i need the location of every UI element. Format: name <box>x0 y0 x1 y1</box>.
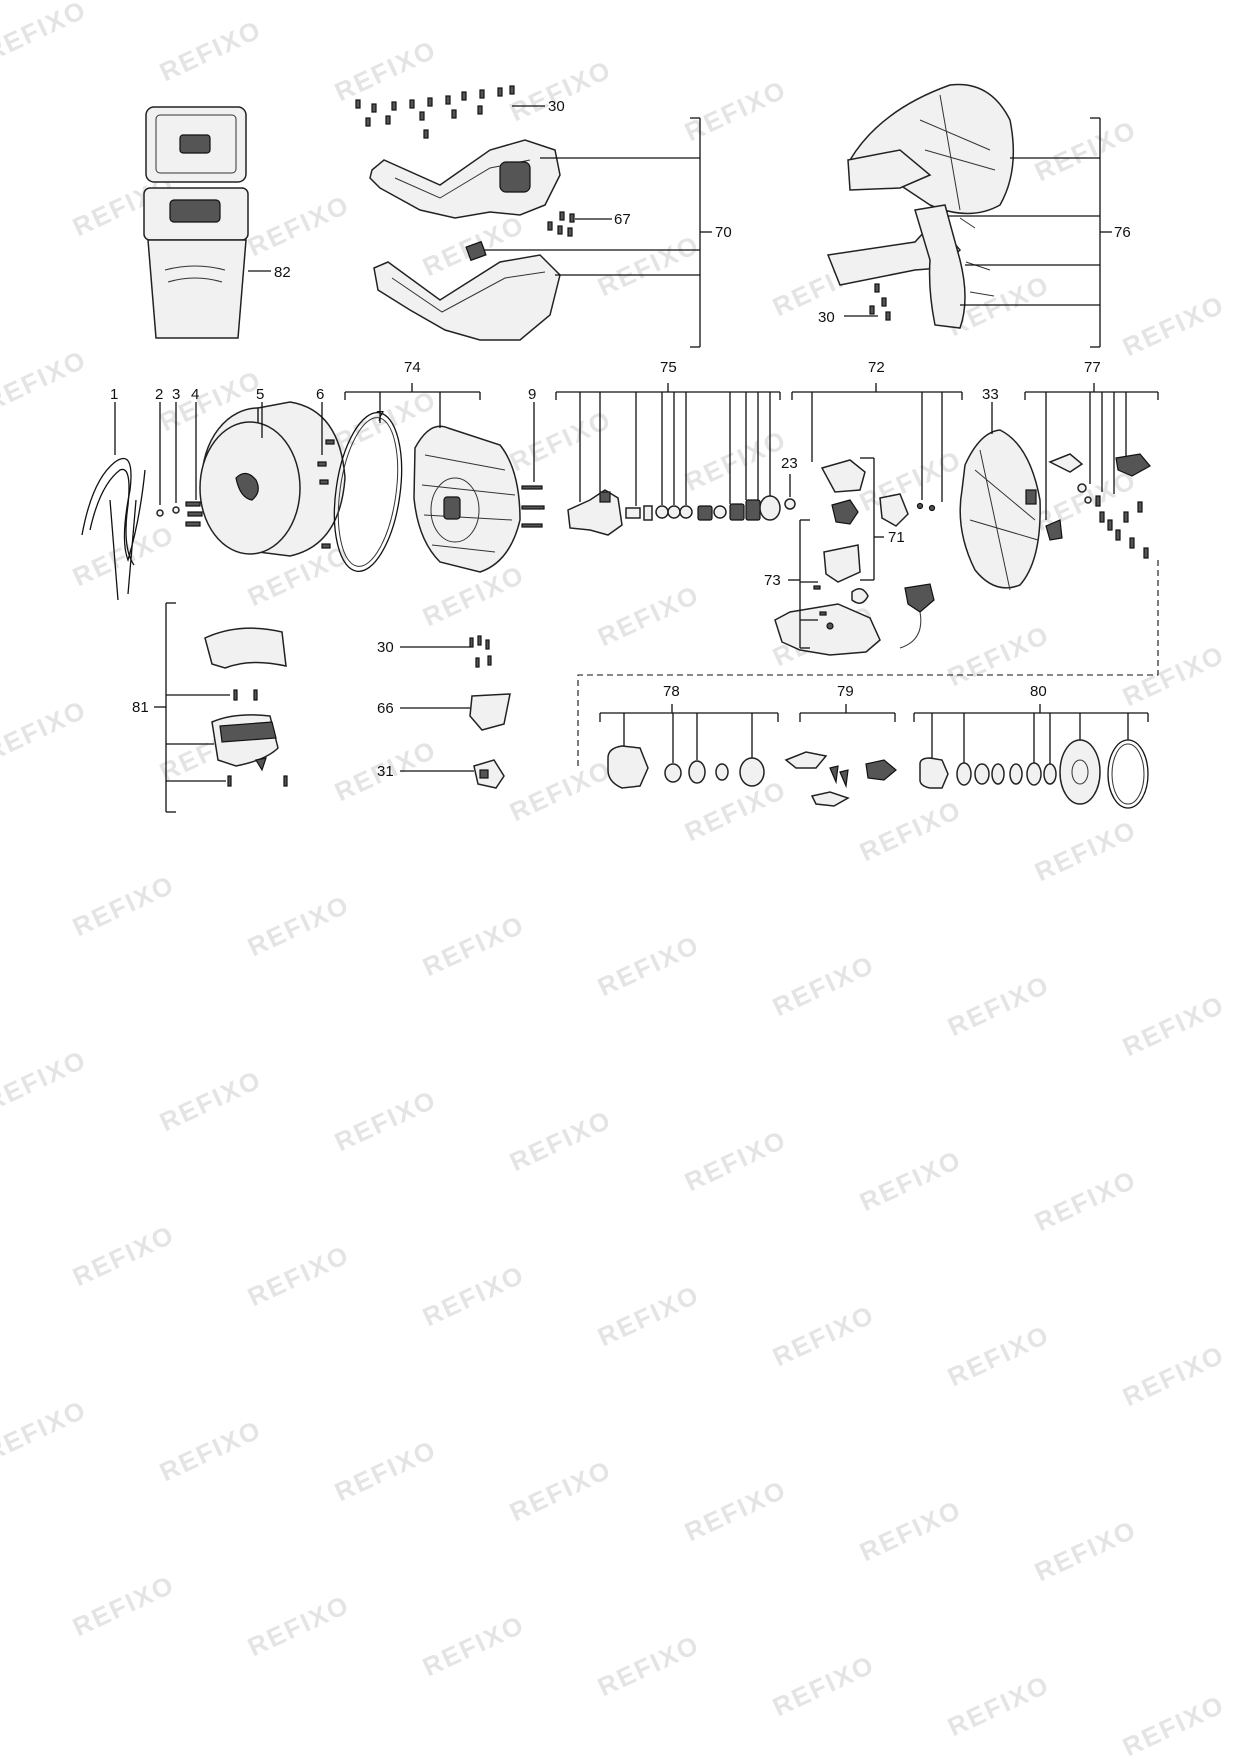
part-31-clip <box>400 759 505 789</box>
part-82-carry-case <box>143 106 271 339</box>
label-82: 82 <box>274 264 291 281</box>
part-77-small-parts <box>1024 383 1159 559</box>
part-80-kit <box>913 704 1149 809</box>
label-4: 4 <box>191 386 199 403</box>
part-33-rear-cover <box>959 402 1041 591</box>
label-30-middle: 30 <box>377 639 394 656</box>
part-30-screws <box>400 635 492 668</box>
label-79: 79 <box>837 683 854 700</box>
label-33: 33 <box>982 386 999 403</box>
label-31: 31 <box>377 763 394 780</box>
label-76: 76 <box>1114 224 1131 241</box>
label-78: 78 <box>663 683 680 700</box>
part-81-sleeve-group <box>154 602 288 813</box>
label-1: 1 <box>110 386 118 403</box>
label-71: 71 <box>888 529 905 546</box>
part-66-label-plate <box>400 693 511 731</box>
part-2-3-4-fittings <box>156 402 203 527</box>
part-6-screws <box>317 402 335 549</box>
label-7: 7 <box>376 408 384 425</box>
label-73: 73 <box>764 572 781 589</box>
label-3: 3 <box>172 386 180 403</box>
part-78-kit <box>599 704 779 789</box>
part-72-motor-assembly <box>774 383 963 656</box>
part-7-gasket <box>333 410 403 572</box>
label-81: 81 <box>132 699 149 716</box>
part-74-drum-housing <box>344 383 521 573</box>
label-6: 6 <box>316 386 324 403</box>
kit-dashed-outline <box>577 560 1159 770</box>
part-75-gear-group <box>555 383 781 536</box>
part-70-handle-housing <box>355 85 712 348</box>
label-23: 23 <box>781 455 798 472</box>
label-9: 9 <box>528 386 536 403</box>
label-67: 67 <box>614 211 631 228</box>
label-30-right: 30 <box>818 309 835 326</box>
part-76-handle-shroud <box>826 83 1112 348</box>
label-66: 66 <box>377 700 394 717</box>
part-1-cable <box>81 402 146 601</box>
label-77: 77 <box>1084 359 1101 376</box>
part-5-drum <box>199 401 346 557</box>
part-79-kit <box>784 704 897 807</box>
label-70: 70 <box>715 224 732 241</box>
label-72: 72 <box>868 359 885 376</box>
label-74: 74 <box>404 359 421 376</box>
label-5: 5 <box>256 386 264 403</box>
label-30-top: 30 <box>548 98 565 115</box>
part-23-bearing <box>784 474 796 510</box>
part-9-screws <box>521 402 545 528</box>
label-80: 80 <box>1030 683 1047 700</box>
label-75: 75 <box>660 359 677 376</box>
label-2: 2 <box>155 386 163 403</box>
